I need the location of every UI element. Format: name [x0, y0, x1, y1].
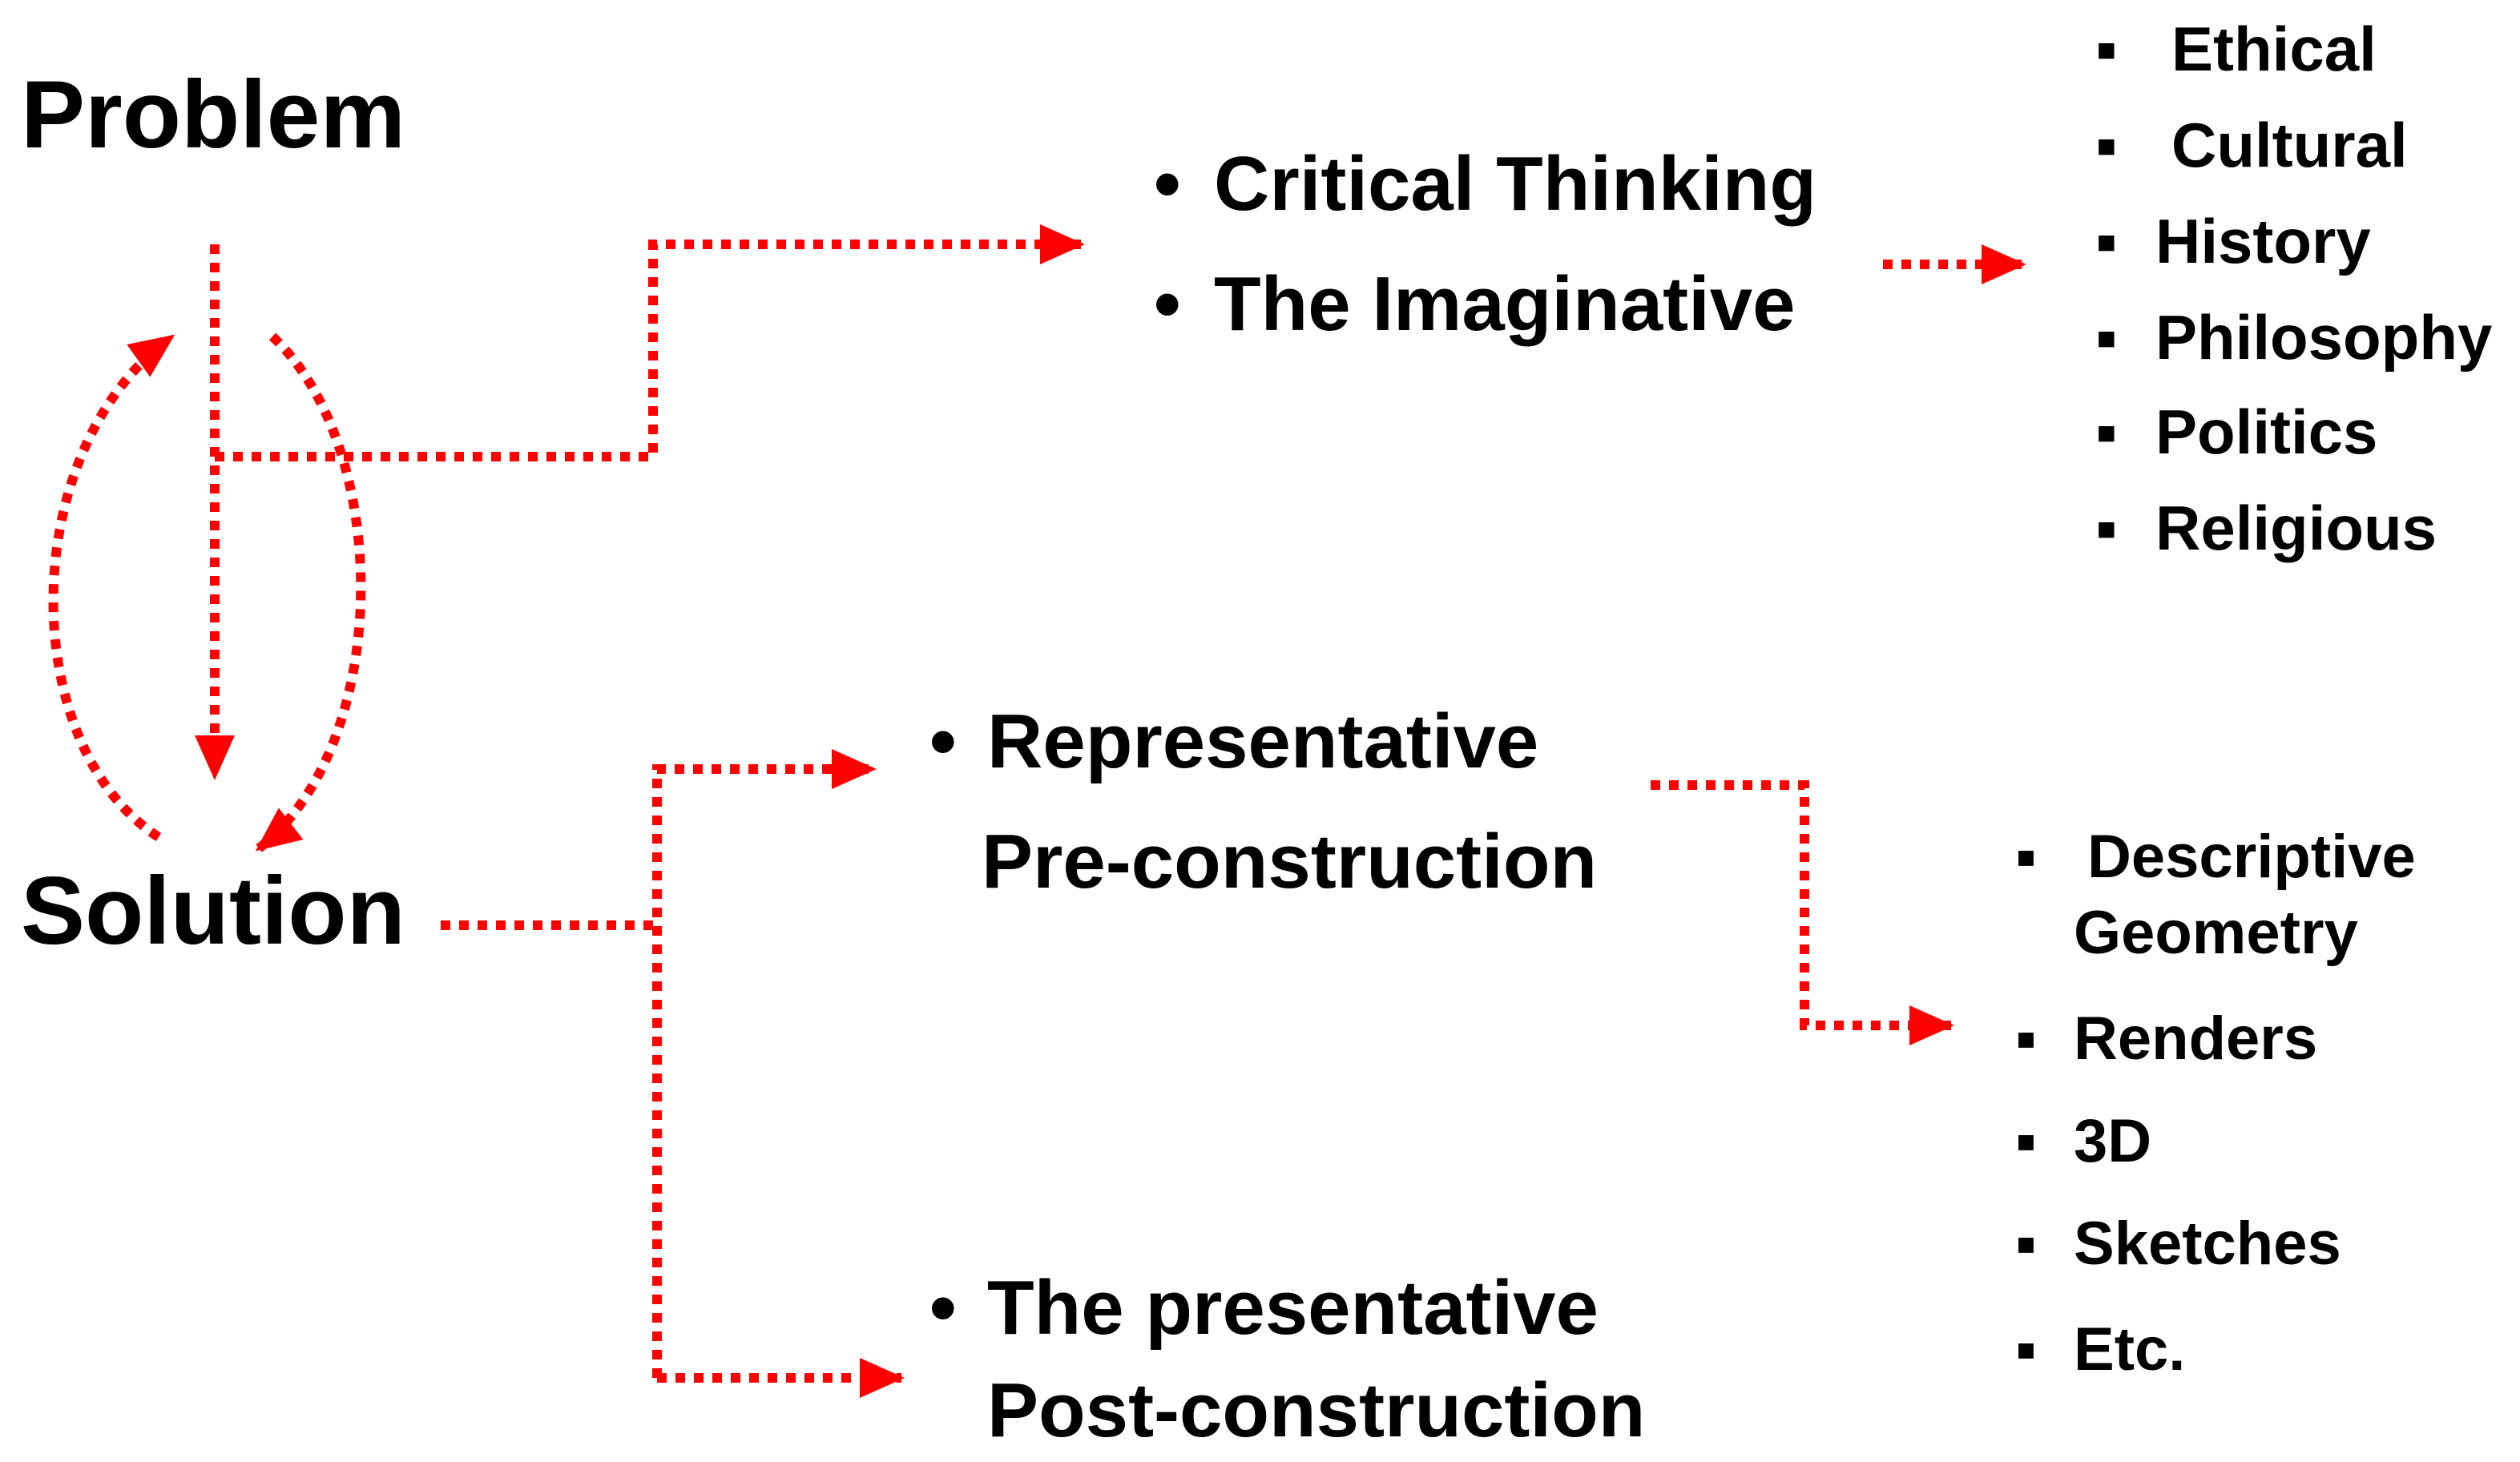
upper-list-item-philosophy: Philosophy	[2155, 302, 2492, 373]
presentative-bullet: •	[929, 1265, 957, 1351]
lower-list-item-descriptive: Descriptive	[2087, 823, 2416, 891]
upper-list-square: ▪	[2095, 110, 2118, 180]
upper-list-item-religious: Religious	[2155, 493, 2437, 563]
lower-list-item-sketches: Sketches	[2074, 1210, 2341, 1278]
upper-branch-bullet: •	[1154, 141, 1181, 227]
lower-list-item-etc: Etc.	[2074, 1315, 2185, 1383]
upper-list-item-ethical: Ethical	[2171, 14, 2377, 84]
upper-list-square: ▪	[2095, 493, 2118, 563]
lower-list-square: ▪	[2015, 1210, 2037, 1278]
connector-to-representative	[652, 749, 877, 1378]
upper-list-square: ▪	[2095, 14, 2118, 84]
lower-list-item-3d: 3D	[2074, 1107, 2151, 1175]
pre-construction-label: Pre-construction	[982, 819, 1597, 904]
lower-list-square: ▪	[2015, 823, 2037, 891]
upper-list-square: ▪	[2095, 302, 2118, 373]
connector-to-critical-thinking	[215, 224, 1085, 461]
connector-to-lower-list	[1651, 780, 1954, 1045]
lower-list-square: ▪	[2015, 1107, 2037, 1175]
problem-node: Problem	[21, 61, 405, 168]
critical-thinking-label: Critical Thinking	[1214, 141, 1816, 227]
lower-list-item-geometry: Geometry	[2074, 899, 2358, 967]
upper-branch-bullet: •	[1154, 261, 1181, 347]
post-construction-label: Post-construction	[987, 1367, 1645, 1453]
loop-arc-right	[255, 332, 366, 853]
representative-label: Representative	[987, 699, 1538, 784]
upper-list-item-politics: Politics	[2155, 397, 2377, 467]
the-imaginative-label: The Imaginative	[1214, 261, 1796, 347]
upper-list-item-history: History	[2155, 206, 2371, 276]
lower-list-square: ▪	[2015, 1315, 2037, 1383]
lower-list-item-renders: Renders	[2074, 1005, 2317, 1073]
loop-arc-left	[48, 332, 175, 842]
upper-list-square: ▪	[2095, 397, 2118, 467]
lower-list-square: ▪	[2015, 1005, 2037, 1073]
upper-list-square: ▪	[2095, 206, 2118, 276]
presentative-label: The presentative	[987, 1265, 1599, 1351]
solution-node: Solution	[21, 857, 405, 965]
upper-list-item-cultural: Cultural	[2171, 110, 2408, 180]
representative-bullet: •	[929, 699, 957, 784]
